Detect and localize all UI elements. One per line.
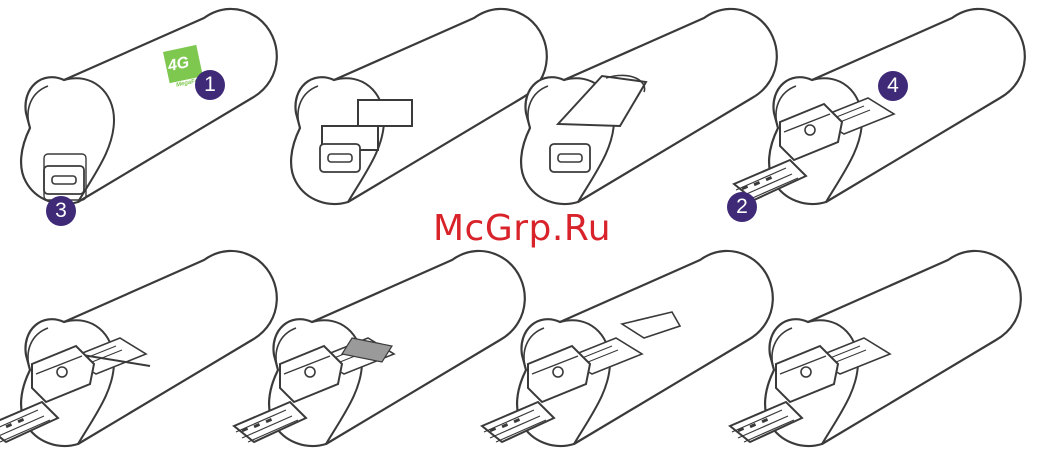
panel-step-2 [291,9,547,204]
panel-step-7 [482,251,773,446]
panel-step-3 [521,9,777,204]
callout-1: 1 [195,70,225,100]
callout-3: 3 [46,196,76,226]
callout-2: 2 [727,192,757,222]
panel-step-1 [21,9,277,204]
callout-4: 4 [878,71,908,101]
panel-step-5 [0,251,277,446]
panel-step-4 [734,9,1025,204]
panel-step-6 [234,251,525,446]
panel-step-8 [730,251,1021,446]
watermark-text: McGrp.Ru [433,208,611,249]
